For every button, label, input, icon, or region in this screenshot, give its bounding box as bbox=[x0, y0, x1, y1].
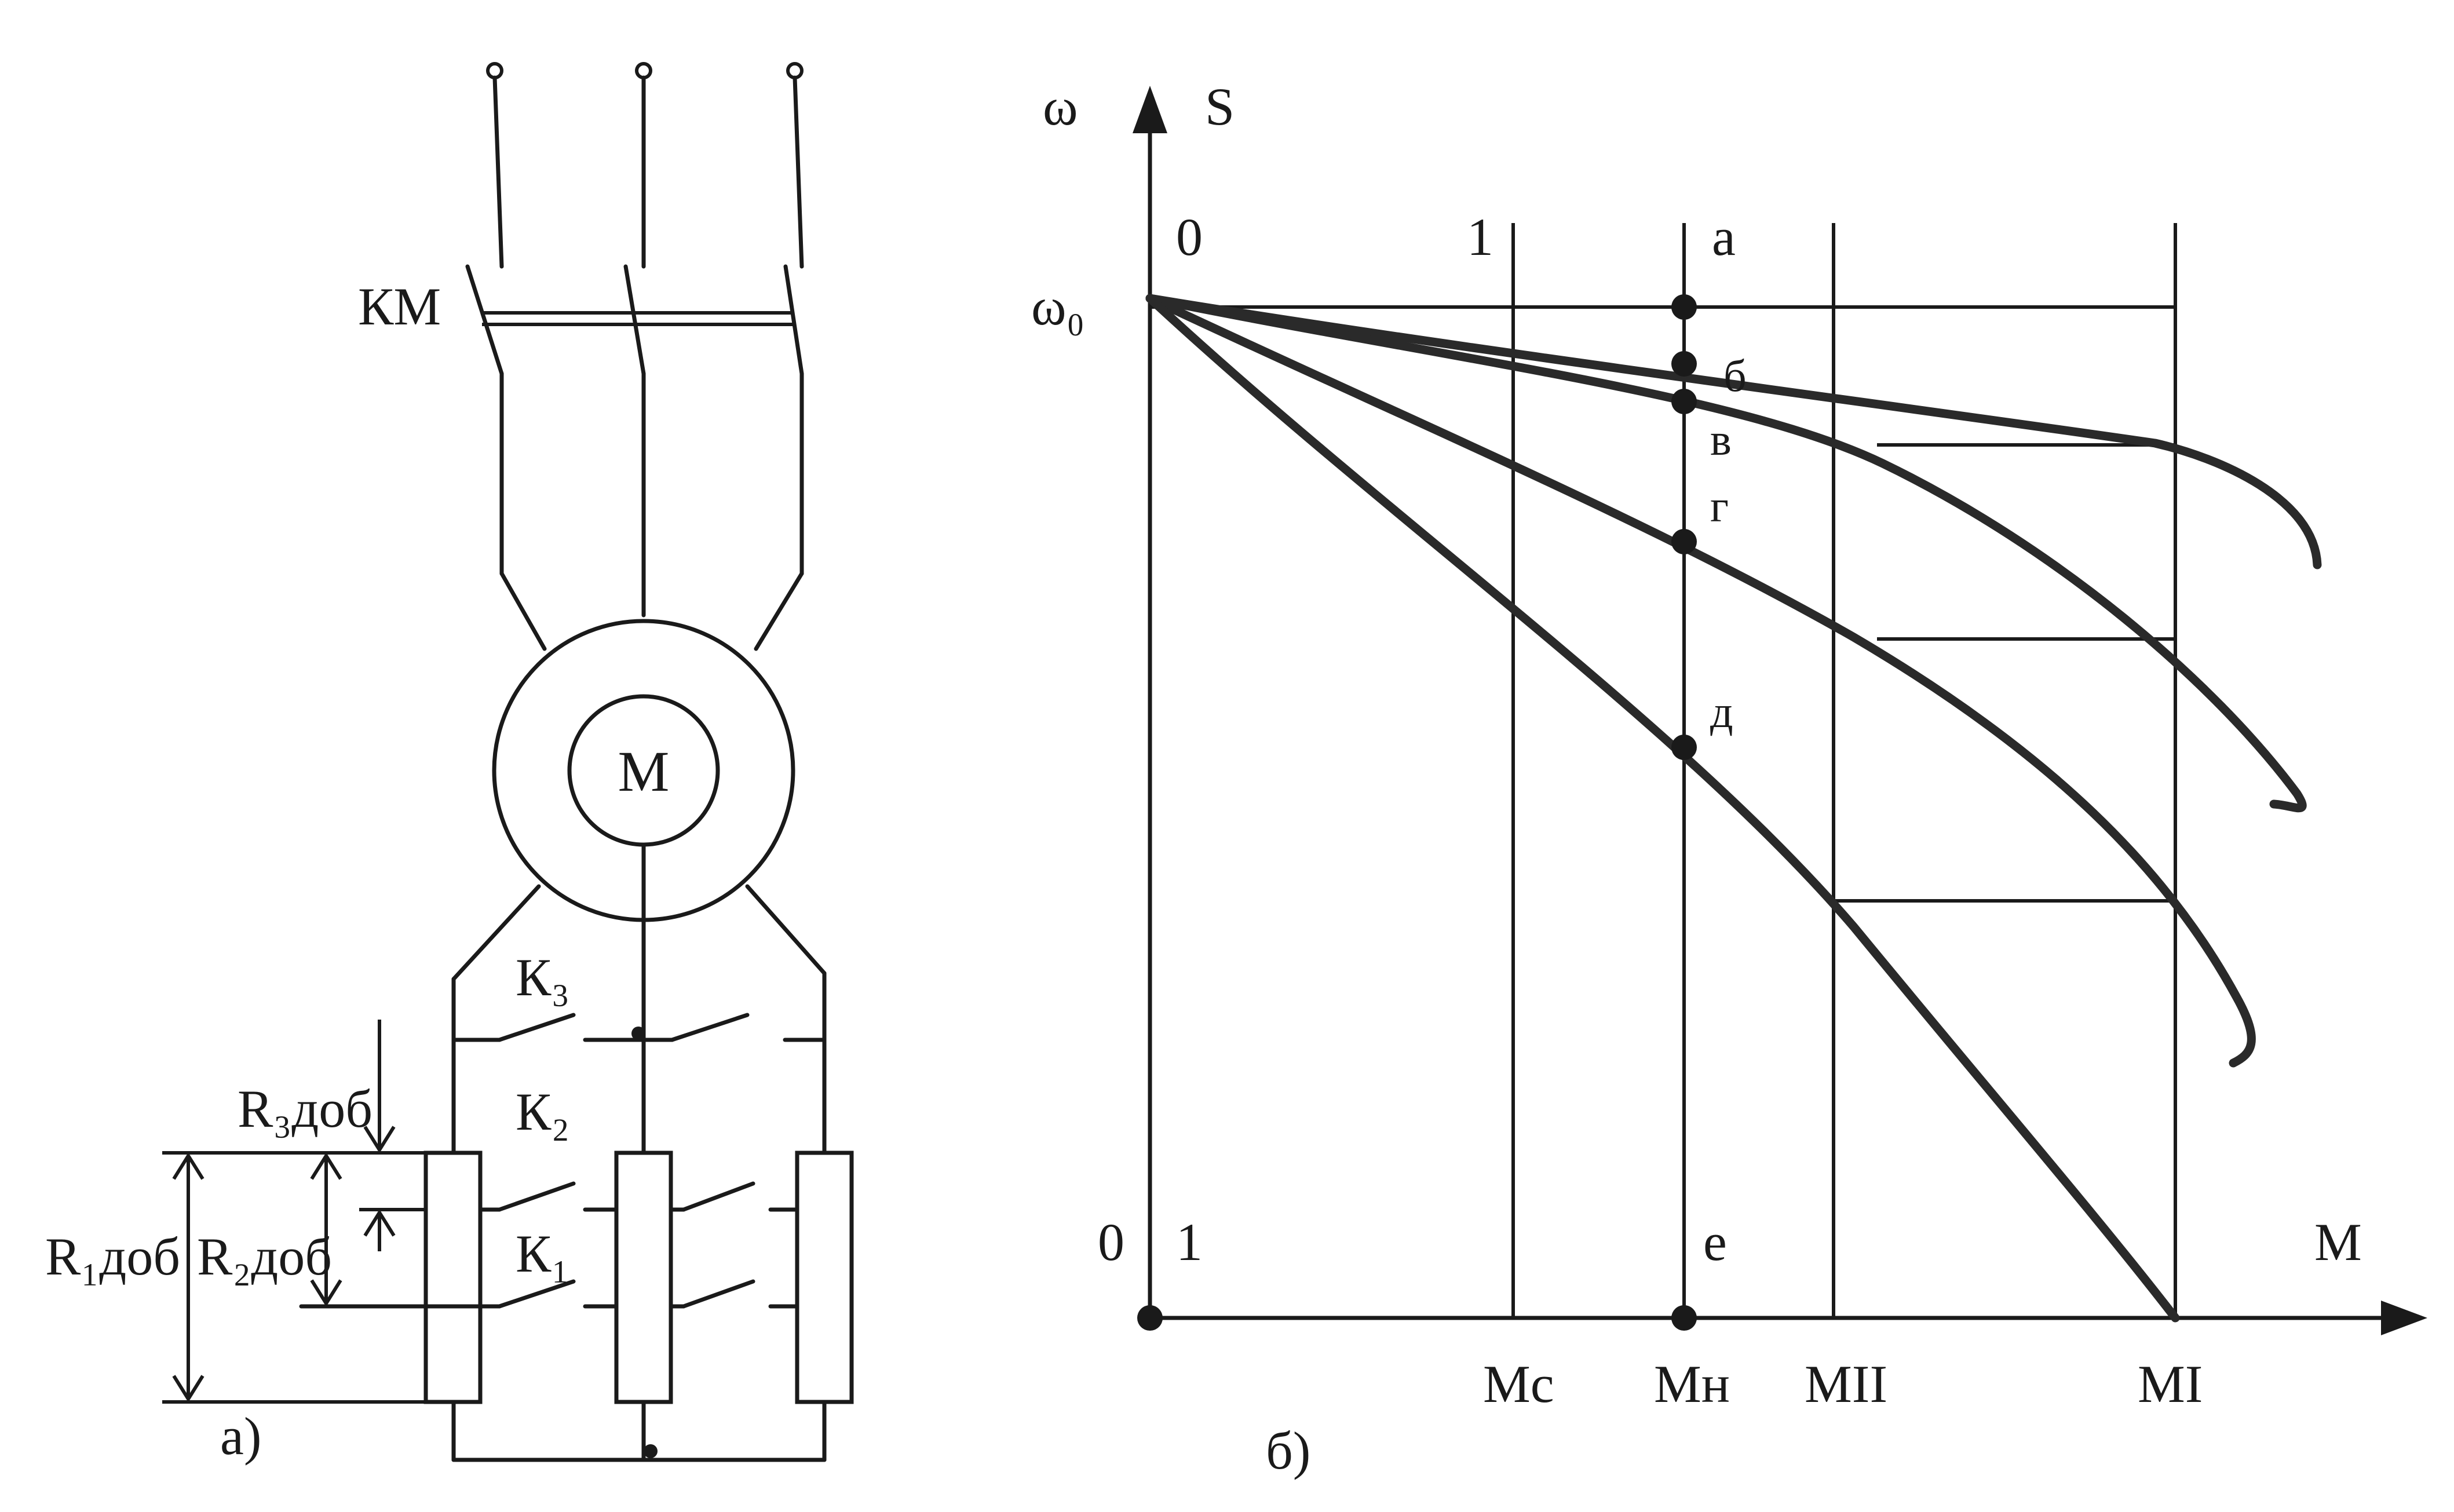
vertical-guides bbox=[1511, 223, 2177, 1318]
k2-label: К₂ bbox=[516, 1082, 569, 1141]
y-axis-label-s: S bbox=[1205, 77, 1235, 136]
point-e-label: е bbox=[1703, 1212, 1727, 1272]
natural-characteristic-curve bbox=[1145, 294, 2322, 569]
omega0-label: ω₀ bbox=[1031, 277, 1085, 336]
point-b-label: б bbox=[1723, 350, 1747, 401]
km-contactor bbox=[465, 264, 804, 651]
tick-mii-label: МII bbox=[1805, 1354, 1887, 1414]
point-d-marker bbox=[1671, 735, 1697, 760]
characteristic-curve-stage-1 bbox=[1145, 294, 2307, 813]
origin-zero-label: 0 bbox=[1098, 1212, 1124, 1272]
y-axis-label-omega: ω bbox=[1043, 77, 1078, 136]
k3-contacts bbox=[451, 1013, 827, 1042]
k3-label: К₃ bbox=[516, 948, 569, 1007]
schematic-caption: а) bbox=[220, 1407, 261, 1466]
point-a-label: а bbox=[1712, 207, 1736, 266]
slip-top-zero: 0 bbox=[1176, 207, 1203, 266]
dimension-lines bbox=[162, 1020, 426, 1404]
rotor-leads bbox=[451, 843, 827, 1155]
k1-label: К₁ bbox=[516, 1224, 569, 1283]
origin-one-label: 1 bbox=[1176, 1212, 1203, 1272]
r3-label: R₃доб bbox=[238, 1079, 373, 1138]
r2-label: R₂доб bbox=[197, 1227, 332, 1286]
start-step-lines bbox=[1834, 443, 2175, 903]
wiring-schematic: КМ М К₃ К₂ bbox=[45, 62, 854, 1466]
y-axis bbox=[1133, 86, 1167, 1320]
x-axis bbox=[1148, 1301, 2427, 1335]
point-v-marker bbox=[1671, 389, 1697, 414]
chart-caption: б) bbox=[1266, 1421, 1310, 1480]
r1-label: R₁доб bbox=[45, 1227, 180, 1286]
k1-contacts bbox=[299, 1279, 799, 1309]
tick-mn-label: Мн bbox=[1654, 1354, 1730, 1414]
k2-contacts bbox=[478, 1181, 799, 1212]
km-label: КМ bbox=[358, 277, 441, 336]
star-point bbox=[451, 1400, 827, 1462]
origin-marker bbox=[1137, 1305, 1163, 1331]
slip-top-one: 1 bbox=[1467, 207, 1493, 266]
mechanical-characteristics-chart: ω S М ω₀ 0 1 0 1 а б в г д е Мс Мн МII М… bbox=[1031, 77, 2427, 1480]
point-d-label: д bbox=[1710, 686, 1733, 737]
point-e-marker bbox=[1671, 1305, 1697, 1331]
point-b-marker bbox=[1671, 351, 1697, 377]
tick-mc-label: Мс bbox=[1483, 1354, 1554, 1414]
resistor-banks bbox=[423, 1151, 854, 1404]
supply-terminals bbox=[486, 62, 804, 269]
operating-points bbox=[1137, 294, 1697, 1331]
point-g-marker bbox=[1671, 529, 1697, 554]
motor-label: М bbox=[618, 739, 670, 804]
point-g-label: г bbox=[1710, 481, 1729, 531]
characteristic-curve-stage-2 bbox=[1145, 294, 2256, 1068]
characteristic-curve-stage-3 bbox=[1145, 294, 2180, 1323]
tick-mi-label: МI bbox=[2138, 1354, 2203, 1414]
point-v-label: в bbox=[1710, 414, 1732, 465]
point-a-marker bbox=[1671, 294, 1697, 320]
x-axis-label: М bbox=[2314, 1212, 2362, 1272]
